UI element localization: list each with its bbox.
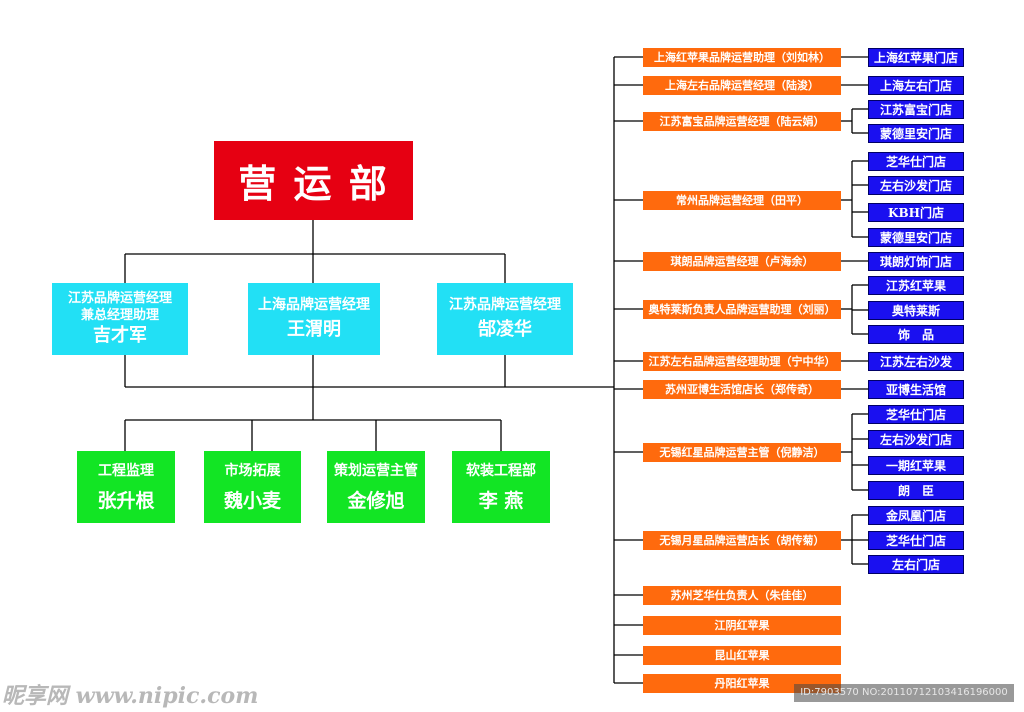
manager-box-3: 江苏品牌运营经理 郜凌华 [437,283,573,355]
department-name: 金修旭 [347,490,405,512]
watermark-id-text: ID:7903570 NO:20110712103416196000 [800,687,1008,698]
store-box: 左右沙发门店 [868,175,964,195]
store-box: 朗 臣 [868,480,964,500]
branch-box: 江阴红苹果 [643,615,841,635]
store-box: 奥特莱斯 [868,300,964,320]
manager-name: 吉才军 [93,325,147,346]
branch-label: 奥特莱斯负责人品牌运营助理（刘丽） [648,303,836,316]
store-label: 琪朗灯饰门店 [879,254,952,269]
store-box: 饰 品 [868,324,964,344]
branch-box: 无锡红星品牌运营主管（倪静洁） [643,442,841,462]
store-label: 江苏左右沙发 [879,354,952,369]
manager-title: 上海品牌运营经理 [258,297,370,313]
store-box: 江苏红苹果 [868,275,964,295]
store-label: 左右门店 [891,557,940,572]
store-box: 蒙德里安门店 [868,227,964,247]
store-box: 金凤凰门店 [868,505,964,525]
store-box: 一期红苹果 [868,455,964,475]
store-label: 芝华仕门店 [885,154,946,169]
store-box: 亚博生活馆 [868,379,964,399]
store-box: 上海左右门店 [868,75,964,95]
store-label: 金凤凰门店 [885,508,946,523]
root-title: 营 运 部 [238,161,389,206]
department-name: 魏小麦 [223,490,281,512]
store-label: 芝华仕门店 [885,533,946,548]
branch-label: 无锡月星品牌运营店长（胡传菊） [659,534,825,547]
store-box: 左右门店 [868,554,964,574]
branch-label: 无锡红星品牌运营主管（倪静洁） [659,446,825,459]
store-label: 奥特莱斯 [891,303,940,318]
branch-label: 苏州亚博生活馆店长（郑传奇） [665,383,819,396]
department-role: 工程监理 [98,463,154,479]
department-box-3: 策划运营主管 金修旭 [327,451,425,523]
department-name: 张升根 [97,490,155,512]
branch-box: 琪朗品牌运营经理（卢海余） [643,251,841,271]
store-box: 蒙德里安门店 [868,123,964,143]
branch-label: 琪朗品牌运营经理（卢海余） [670,255,814,268]
department-name: 李 燕 [478,490,524,512]
store-label: 朗 臣 [897,483,934,498]
branch-box: 常州品牌运营经理（田平） [643,190,841,210]
branch-label: 江苏富宝品牌运营经理（陆云娟） [659,115,825,128]
manager-title: 江苏品牌运营经理 [67,291,172,306]
branch-box: 江苏富宝品牌运营经理（陆云娟） [643,111,841,131]
store-label: 左右沙发门店 [879,432,952,447]
branch-label: 昆山红苹果 [714,649,770,662]
branch-box: 苏州芝华仕负责人（朱佳佳） [643,585,841,605]
root-box: 营 运 部 [214,141,413,220]
branch-box: 江苏左右品牌运营经理助理（宁中华） [643,351,841,371]
store-label: 上海左右门店 [879,78,952,93]
branch-box: 昆山红苹果 [643,645,841,665]
store-label: 芝华仕门店 [885,407,946,422]
manager-box-1: 江苏品牌运营经理 兼总经理助理 吉才军 [52,283,188,355]
department-box-1: 工程监理 张升根 [77,451,175,523]
watermark-id: ID:7903570 NO:20110712103416196000 [794,684,1014,702]
store-label: 左右沙发门店 [879,178,952,193]
store-box: 上海红苹果门店 [868,47,964,67]
department-role: 市场拓展 [224,463,281,479]
store-label: 江苏富宝门店 [879,102,952,117]
store-label: 蒙德里安门店 [879,230,952,245]
manager-title: 兼总经理助理 [80,308,159,323]
store-label: 亚博生活馆 [885,382,946,397]
branch-box: 无锡月星品牌运营店长（胡传菊） [643,530,841,550]
branch-box: 丹阳红苹果 [643,673,841,693]
branch-label: 上海红苹果品牌运营助理（刘如林） [654,51,830,64]
store-label: 上海红苹果门店 [873,50,958,65]
branch-box: 苏州亚博生活馆店长（郑传奇） [643,379,841,399]
store-box: 江苏左右沙发 [868,351,964,371]
branch-label: 上海左右品牌运营经理（陆浚） [665,79,819,92]
manager-name: 王渭明 [287,319,341,340]
store-box: 江苏富宝门店 [868,99,964,119]
store-box: 芝华仕门店 [868,151,964,171]
department-role: 策划运营主管 [334,463,418,479]
store-box: 左右沙发门店 [868,429,964,449]
store-label: KBH门店 [888,205,944,220]
watermark-logo: 昵享网 www.nipic.com [2,678,258,710]
branch-label: 江苏左右品牌运营经理助理（宁中华） [648,355,836,368]
department-role: 软装工程部 [466,463,536,479]
store-label: 一期红苹果 [885,458,946,473]
store-label: 蒙德里安门店 [879,126,952,141]
department-box-2: 市场拓展 魏小麦 [204,451,301,523]
store-label: 江苏红苹果 [885,278,946,293]
manager-title: 江苏品牌运营经理 [449,297,561,313]
branch-label: 丹阳红苹果 [714,677,770,690]
store-box: KBH门店 [868,202,964,222]
branch-label: 江阴红苹果 [714,619,770,632]
manager-name: 郜凌华 [478,319,532,340]
branch-box: 奥特莱斯负责人品牌运营助理（刘丽） [643,299,841,319]
store-box: 琪朗灯饰门店 [868,251,964,271]
store-label: 饰 品 [897,327,934,342]
branch-label: 常州品牌运营经理（田平） [676,194,808,207]
store-box: 芝华仕门店 [868,404,964,424]
branch-box: 上海红苹果品牌运营助理（刘如林） [643,47,841,67]
watermark-logo-text: 昵享网 www.nipic.com [2,683,259,709]
store-box: 芝华仕门店 [868,530,964,550]
branch-label: 苏州芝华仕负责人（朱佳佳） [670,589,814,602]
department-box-4: 软装工程部 李 燕 [452,451,550,523]
manager-box-2: 上海品牌运营经理 王渭明 [248,283,380,355]
branch-box: 上海左右品牌运营经理（陆浚） [643,75,841,95]
